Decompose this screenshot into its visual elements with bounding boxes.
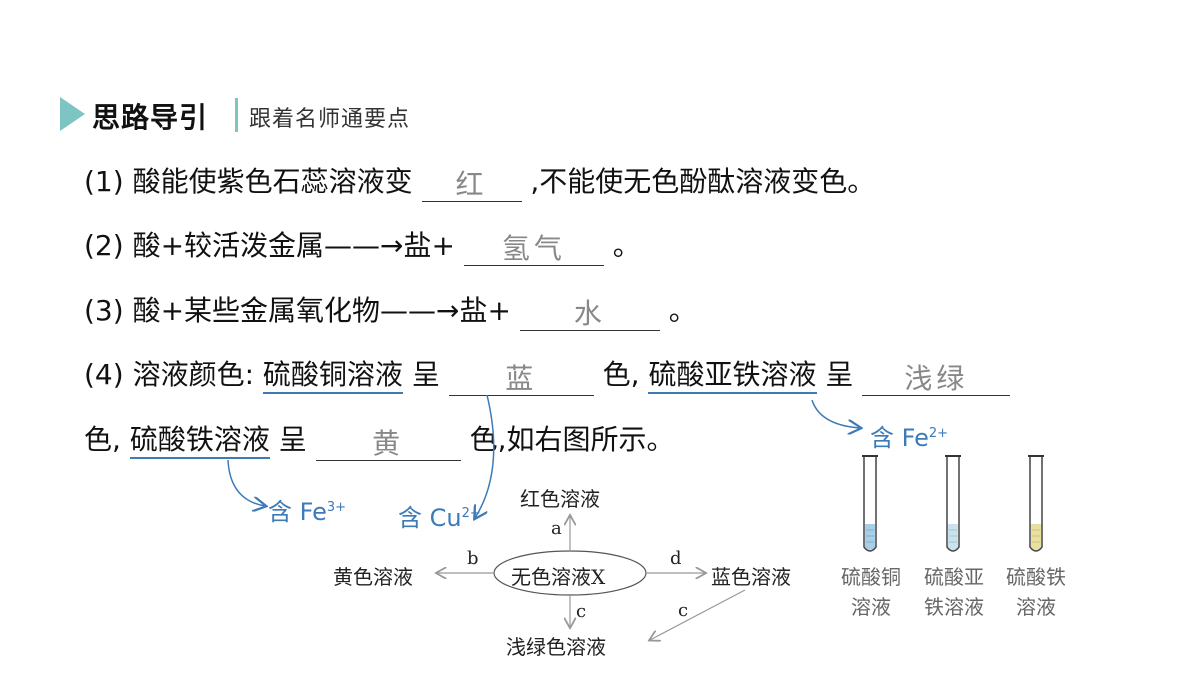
arrow-cu2	[475, 394, 495, 518]
item-text: ,不能使无色酚酞溶液变色。	[530, 165, 876, 198]
answer-blank: 浅绿	[862, 359, 1011, 396]
section-title: 思路导引	[92, 101, 209, 134]
item-text: 。	[668, 294, 697, 327]
item-number: (4)	[84, 358, 124, 391]
item-text: 呈	[825, 358, 854, 391]
item-text: 。	[612, 229, 641, 262]
item-text: 溶液颜色:	[132, 358, 255, 391]
item-number: (1)	[84, 165, 124, 198]
item-text: 酸+某些金属氧化物——→盐+	[132, 294, 511, 327]
arrow-fe2	[811, 399, 860, 428]
item-4: (4) 溶液颜色: 硫酸铜溶液 呈 蓝 色, 硫酸亚铁溶液 呈 浅绿	[84, 355, 1011, 396]
label-colorless-x: 无色溶液X	[511, 565, 606, 589]
item-number: (3)	[84, 294, 124, 327]
answer-blank: 黄	[315, 424, 461, 461]
answer-text: 蓝	[505, 362, 538, 395]
underlined-solution: 硫酸铜溶液	[262, 358, 403, 394]
test-tube-1	[862, 455, 878, 552]
item-text: 呈	[278, 423, 307, 456]
answer-text: 浅绿	[904, 362, 969, 395]
item-1: (1) 酸能使紫色石蕊溶液变 红 ,不能使无色酚酞溶液变色。	[84, 162, 875, 202]
reagent-d: d	[670, 548, 682, 569]
answer-blank: 氢气	[463, 229, 604, 266]
note-cu2: 含 Cu2+	[398, 504, 481, 532]
test-tube-3	[1028, 455, 1044, 552]
item-text: 酸+较活泼金属——→盐+	[132, 229, 455, 262]
label-pale-green-solution: 浅绿色溶液	[506, 635, 606, 659]
answer-text: 氢气	[501, 232, 566, 265]
answer-blank: 红	[421, 165, 522, 202]
label-blue-solution: 蓝色溶液	[711, 565, 791, 589]
answer-text: 红	[455, 168, 488, 201]
item-text: 色,	[602, 358, 640, 391]
tube-label-2: 硫酸亚 铁溶液	[924, 565, 984, 619]
reagent-c-second: c	[678, 600, 689, 621]
header-divider	[235, 98, 238, 132]
item-text: 色,	[84, 423, 121, 456]
item-4-continued: 色, 硫酸铁溶液 呈 黄 色,如右图所示。	[84, 420, 674, 461]
note-fe3: 含 Fe3+	[268, 498, 347, 526]
label-red-solution: 红色溶液	[520, 487, 600, 511]
reagent-c: c	[576, 601, 587, 622]
arrow-fe3	[227, 459, 265, 506]
answer-text: 黄	[372, 427, 405, 460]
item-number: (2)	[84, 229, 124, 262]
section-subtitle: 跟着名师通要点	[249, 107, 411, 132]
note-fe2: 含 Fe2+	[870, 424, 949, 452]
underlined-solution: 硫酸铁溶液	[129, 423, 270, 459]
item-text: 呈	[411, 358, 440, 391]
reagent-b: b	[467, 548, 479, 569]
header-triangle-icon	[60, 97, 85, 131]
item-text: 酸能使紫色石蕊溶液变	[132, 165, 413, 198]
item-2: (2) 酸+较活泼金属——→盐+ 氢气 。	[84, 226, 641, 266]
tube-label-3: 硫酸铁 溶液	[1006, 565, 1066, 619]
answer-text: 水	[573, 297, 606, 330]
test-tube-2	[945, 455, 961, 552]
item-3: (3) 酸+某些金属氧化物——→盐+ 水 。	[84, 291, 697, 331]
label-yellow-solution: 黄色溶液	[333, 565, 413, 589]
answer-blank: 水	[519, 294, 660, 331]
tube-label-1: 硫酸铜 溶液	[841, 565, 901, 619]
answer-blank: 蓝	[448, 359, 594, 396]
underlined-solution: 硫酸亚铁溶液	[648, 358, 817, 394]
item-text: 色,如右图所示。	[469, 423, 675, 456]
reagent-a: a	[551, 518, 562, 539]
